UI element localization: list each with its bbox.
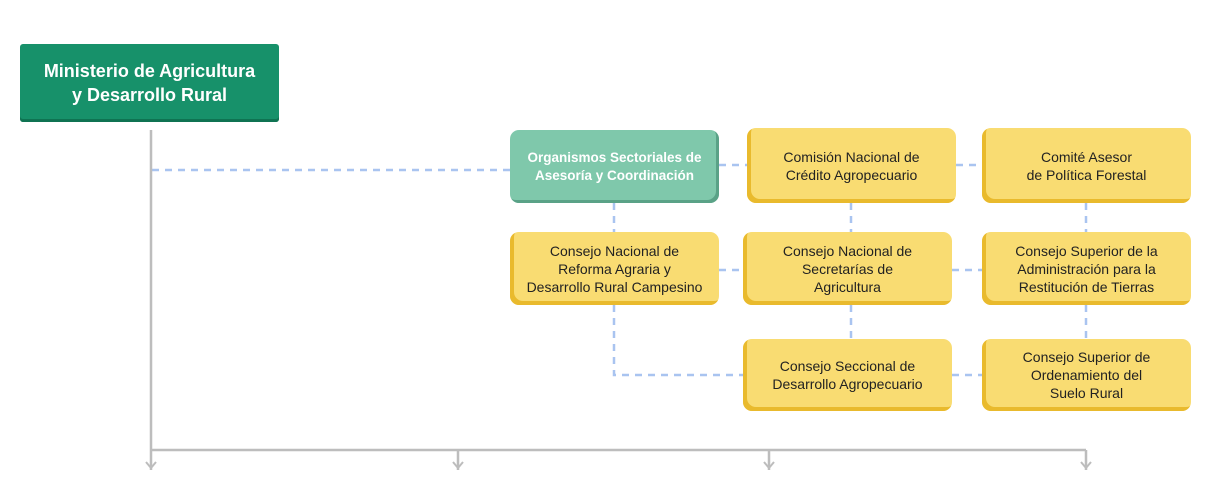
arrow-down-icon (1080, 461, 1092, 470)
arrow-down-icon (145, 461, 157, 470)
arrow-down-icon (452, 461, 464, 470)
consejo-secretarias-box: Consejo Nacional de Secretarías de Agric… (743, 232, 952, 305)
sectoral-organisms-box: Organismos Sectoriales de Asesoría y Coo… (510, 130, 719, 203)
ministry-root-box: Ministerio de Agricultura y Desarrollo R… (20, 44, 279, 122)
consejo-reforma-agraria-box: Consejo Nacional de Reforma Agraria y De… (510, 232, 719, 305)
arrow-down-icon (763, 461, 775, 470)
consejo-restitucion-box: Consejo Superior de la Administración pa… (982, 232, 1191, 305)
dashed-links (152, 163, 1088, 377)
comision-credito-box: Comisión Nacional de Crédito Agropecuari… (747, 128, 956, 203)
consejo-seccional-box: Consejo Seccional de Desarrollo Agropecu… (743, 339, 952, 411)
comite-forestal-box: Comité Asesor de Política Forestal (982, 128, 1191, 203)
consejo-ordenamiento-box: Consejo Superior de Ordenamiento del Sue… (982, 339, 1191, 411)
